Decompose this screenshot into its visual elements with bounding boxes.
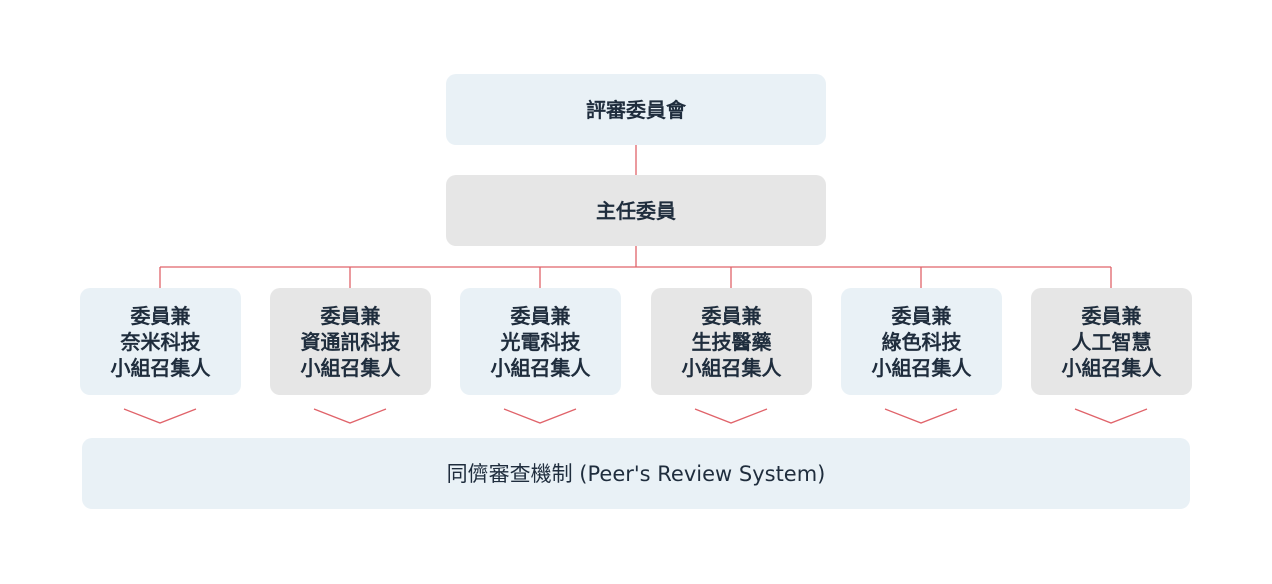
group-box-biotech: 委員兼 生技醫藥 小組召集人 xyxy=(651,288,812,395)
chevron-down-icon xyxy=(123,408,197,424)
chevron-down-icon xyxy=(884,408,958,424)
group-box-greentech: 委員兼 綠色科技 小組召集人 xyxy=(841,288,1002,395)
group-field-label: 光電科技 xyxy=(500,329,581,354)
group-field-label: 奈米科技 xyxy=(120,329,201,354)
peer-review-box: 同儕審查機制 (Peer's Review System) xyxy=(82,438,1190,509)
group-convener-label: 小組召集人 xyxy=(490,355,591,380)
peer-review-label: 同儕審查機制 (Peer's Review System) xyxy=(446,461,826,486)
committee-label: 評審委員會 xyxy=(586,97,686,122)
chevron-down-icon xyxy=(503,408,577,424)
chevron-down-icon xyxy=(313,408,387,424)
group-convener-label: 小組召集人 xyxy=(110,355,211,380)
group-role-label: 委員兼 xyxy=(701,303,762,328)
group-field-label: 綠色科技 xyxy=(881,329,962,354)
group-role-label: 委員兼 xyxy=(320,303,381,328)
group-role-label: 委員兼 xyxy=(510,303,571,328)
group-convener-label: 小組召集人 xyxy=(681,355,782,380)
director-box: 主任委員 xyxy=(446,175,826,246)
group-box-ai: 委員兼 人工智慧 小組召集人 xyxy=(1031,288,1192,395)
committee-box: 評審委員會 xyxy=(446,74,826,145)
group-box-optoelectronics: 委員兼 光電科技 小組召集人 xyxy=(460,288,621,395)
group-convener-label: 小組召集人 xyxy=(300,355,401,380)
group-field-label: 資通訊科技 xyxy=(300,329,401,354)
group-box-ict: 委員兼 資通訊科技 小組召集人 xyxy=(270,288,431,395)
group-role-label: 委員兼 xyxy=(130,303,191,328)
group-convener-label: 小組召集人 xyxy=(1061,355,1162,380)
group-convener-label: 小組召集人 xyxy=(871,355,972,380)
director-label: 主任委員 xyxy=(596,198,676,223)
group-box-nanotech: 委員兼 奈米科技 小組召集人 xyxy=(80,288,241,395)
group-field-label: 人工智慧 xyxy=(1071,329,1152,354)
group-field-label: 生技醫藥 xyxy=(691,329,772,354)
group-role-label: 委員兼 xyxy=(1081,303,1142,328)
chevron-down-icon xyxy=(694,408,768,424)
group-role-label: 委員兼 xyxy=(891,303,952,328)
chevron-down-icon xyxy=(1074,408,1148,424)
